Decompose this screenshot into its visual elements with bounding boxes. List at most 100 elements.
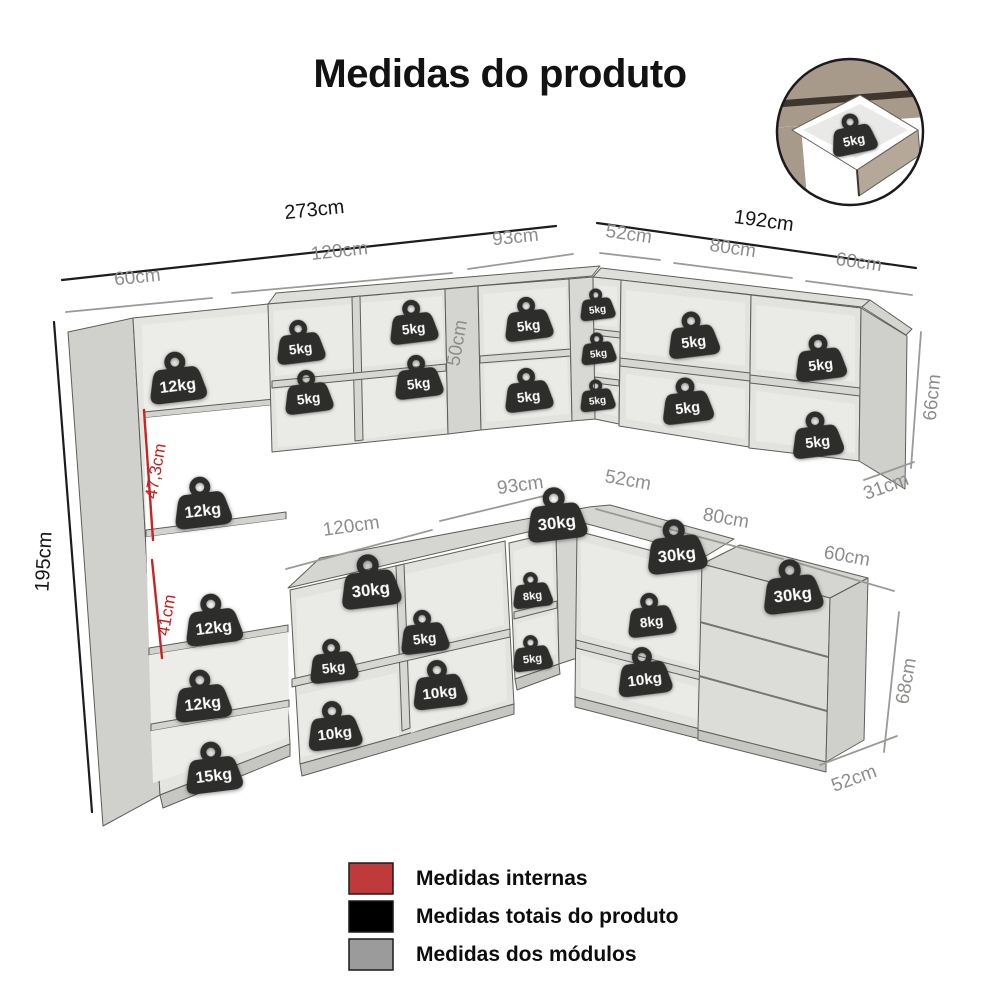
svg-text:5kg: 5kg: [321, 659, 346, 677]
weight-badge: 8kg: [624, 593, 677, 639]
dim-total-height: 195cm: [31, 531, 56, 592]
svg-text:30kg: 30kg: [351, 578, 391, 602]
weight-badge: 5kg: [391, 355, 444, 401]
dim-total-width-right: 192cm: [733, 206, 796, 236]
svg-text:5kg: 5kg: [807, 356, 834, 375]
base-cabinets: [287, 504, 869, 777]
legend-item-internal: Medidas internas: [348, 862, 679, 895]
drawer-detail-inset: 5kg: [775, 57, 925, 207]
weight-badge: 12kg: [182, 593, 244, 647]
legend-label-total: Medidas totais do produto: [416, 904, 679, 928]
internal-dim-line-1: [142, 408, 155, 542]
legend-item-total: Medidas totais do produto: [348, 900, 679, 933]
weight-badge: 5kg: [510, 635, 553, 673]
svg-text:8kg: 8kg: [522, 590, 543, 604]
weight-badge: 5kg: [659, 377, 715, 426]
svg-text:5kg: 5kg: [674, 399, 701, 418]
weight-badge: 5kg: [789, 411, 845, 460]
svg-text:5kg: 5kg: [412, 630, 437, 648]
dim-base-height: 68cm: [892, 656, 921, 705]
weight-badge: 12kg: [171, 669, 233, 723]
total-width-right-line: [595, 221, 918, 270]
svg-text:5kg: 5kg: [516, 317, 541, 335]
dim-wall-height: 66cm: [920, 373, 946, 421]
svg-text:12kg: 12kg: [159, 376, 197, 397]
dim-module: 80cm: [708, 235, 757, 262]
legend-swatch-total: [348, 900, 394, 933]
svg-text:5kg: 5kg: [680, 333, 707, 352]
svg-text:5kg: 5kg: [842, 131, 867, 150]
svg-text:12kg: 12kg: [184, 501, 222, 522]
weight-badge: 5kg: [306, 639, 359, 685]
total-height-line: [52, 320, 94, 814]
svg-text:10kg: 10kg: [422, 682, 458, 703]
wall-cabinets-right: [592, 267, 913, 490]
weight-badge: 10kg: [409, 660, 468, 711]
legend-label-modules: Medidas dos módulos: [416, 942, 637, 966]
svg-text:5kg: 5kg: [804, 433, 831, 452]
internal-dim-line-2: [150, 558, 164, 660]
weight-badge: 5kg: [575, 377, 618, 415]
dim-module: 60cm: [822, 542, 871, 571]
svg-text:10kg: 10kg: [317, 723, 353, 744]
dim-module: 52cm: [603, 466, 652, 495]
page-title: Medidas do produto: [313, 52, 687, 96]
svg-text:5kg: 5kg: [288, 340, 313, 358]
dim-module: 60cm: [834, 249, 883, 276]
dim-module: 60cm: [113, 265, 161, 291]
svg-text:12kg: 12kg: [195, 618, 233, 639]
svg-text:10kg: 10kg: [627, 669, 663, 690]
weight-badge: 15kg: [182, 741, 244, 795]
dim-module: 120cm: [310, 238, 369, 265]
svg-text:30kg: 30kg: [773, 583, 813, 607]
weight-badge: 5kg: [501, 368, 554, 414]
legend: Medidas internas Medidas totais do produ…: [348, 862, 679, 976]
weight-badge: 10kg: [614, 647, 673, 698]
svg-text:30kg: 30kg: [537, 511, 577, 535]
svg-text:5kg: 5kg: [588, 395, 606, 408]
dim-module: 93cm: [496, 472, 545, 499]
weight-badge: 12kg: [171, 476, 233, 530]
svg-text:5kg: 5kg: [401, 320, 426, 338]
legend-item-modules: Medidas dos módulos: [348, 938, 679, 971]
dim-module: 80cm: [701, 504, 750, 533]
legend-swatch-internal: [348, 862, 394, 895]
weight-badge: 30kg: [523, 487, 588, 544]
weight-badge: 12kg: [146, 351, 208, 405]
dim-total-width-left: 273cm: [283, 196, 345, 224]
weight-badge: 5kg: [281, 370, 334, 416]
svg-text:30kg: 30kg: [657, 543, 697, 567]
dim-base-depth: 52cm: [829, 761, 880, 797]
dim-module: 120cm: [322, 512, 381, 541]
svg-text:5kg: 5kg: [516, 388, 541, 406]
weight-badge: 5kg: [575, 286, 618, 324]
weight-badge: 5kg: [386, 300, 439, 346]
weight-badge: 5kg: [792, 334, 848, 383]
weight-badge: 5kg: [576, 330, 619, 368]
weight-badges: 12kg 12kg 12kg 12kg 15kg 5kg 5kg 5kg 5kg…: [146, 286, 848, 795]
weight-badge: 30kg: [337, 554, 402, 611]
svg-text:5kg: 5kg: [296, 390, 321, 408]
dimension-lines: [52, 221, 922, 814]
weight-badge: 10kg: [304, 701, 363, 752]
weight-badge: 8kg: [510, 572, 553, 610]
total-width-left-line: [60, 224, 558, 282]
legend-swatch-modules: [348, 938, 394, 971]
legend-label-internal: Medidas internas: [416, 866, 588, 890]
svg-text:8kg: 8kg: [639, 613, 664, 631]
svg-text:5kg: 5kg: [522, 653, 543, 667]
inset-circle: [775, 57, 925, 207]
weight-badge: 5kg: [665, 311, 721, 360]
weight-badge: 5kg: [827, 111, 879, 158]
dim-module: 52cm: [604, 221, 653, 248]
weight-badge: 30kg: [643, 519, 708, 576]
weight-badge: 30kg: [759, 559, 824, 616]
svg-text:5kg: 5kg: [589, 348, 607, 361]
weight-badge: 5kg: [501, 297, 554, 343]
weight-badge: 5kg: [273, 320, 326, 366]
weight-badge: 5kg: [397, 610, 450, 656]
svg-text:5kg: 5kg: [406, 375, 431, 393]
dim-module: 93cm: [491, 225, 539, 251]
